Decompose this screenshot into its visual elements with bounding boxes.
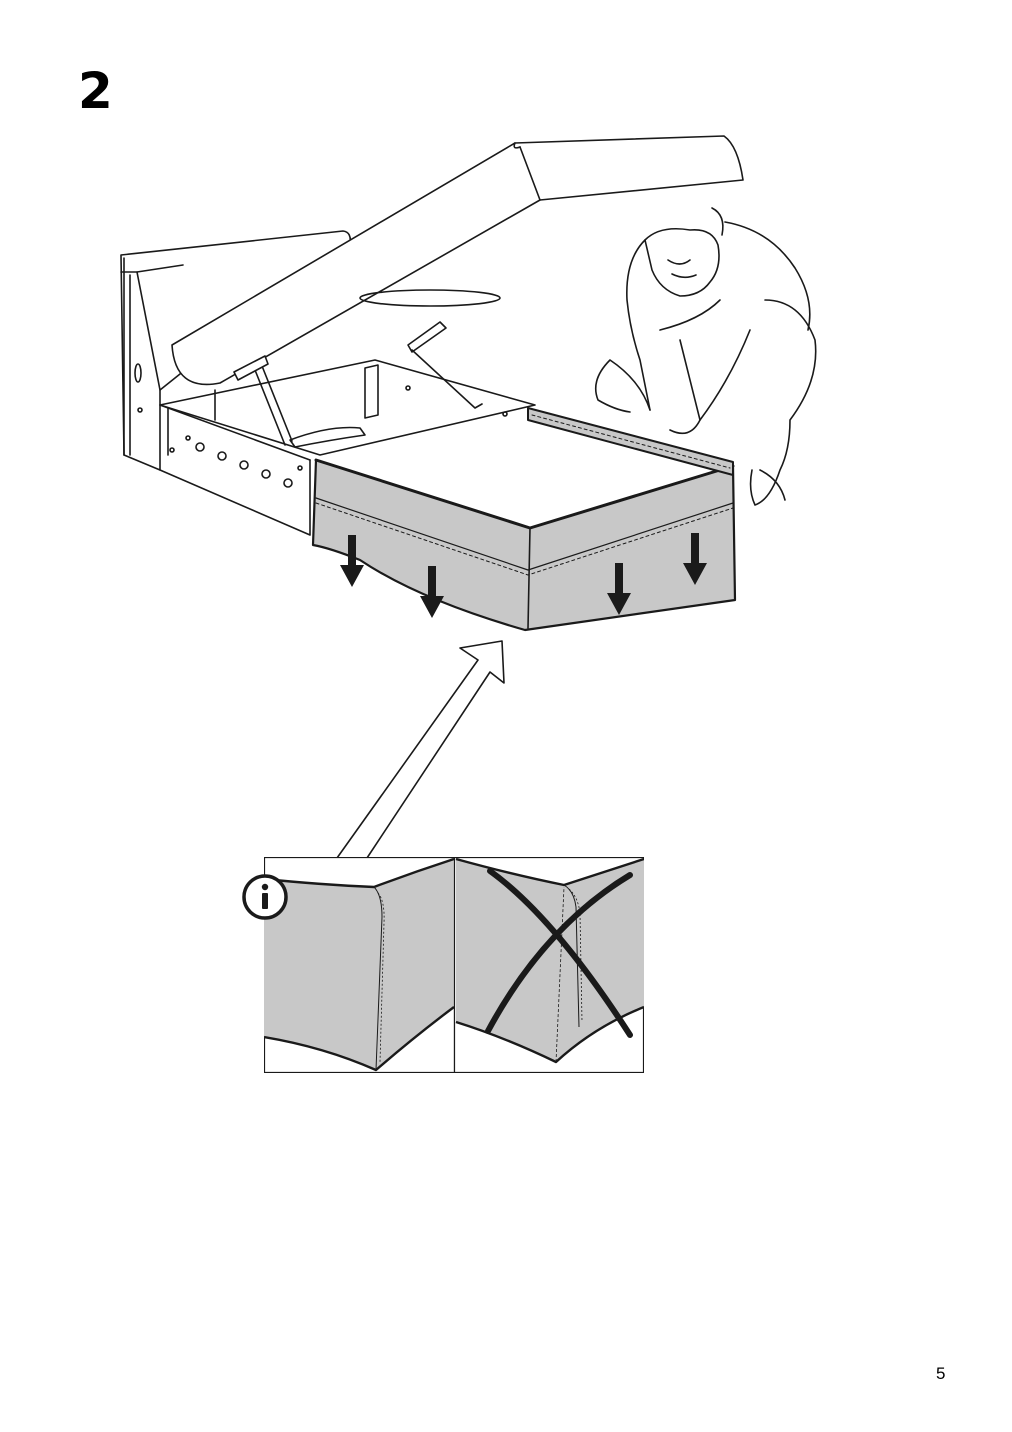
detail-incorrect-panel	[453, 857, 644, 1073]
person-figure	[594, 207, 817, 506]
detail-frame	[264, 857, 644, 1073]
step-number: 2	[78, 62, 113, 120]
storage-box-frame	[159, 289, 536, 536]
fabric-cover	[311, 407, 737, 632]
arrow-down-icon	[420, 566, 444, 618]
info-circle-icon	[242, 874, 288, 920]
callout-arrow	[336, 640, 505, 859]
cross-mark-icon	[485, 868, 633, 1038]
page-number: 5	[936, 1364, 946, 1383]
arrow-down-icon	[683, 533, 707, 585]
down-arrows	[340, 533, 707, 618]
detail-correct-panel	[264, 857, 456, 1073]
arrow-down-icon	[607, 563, 631, 615]
arrow-down-icon	[340, 535, 364, 587]
sofa-lid	[171, 135, 744, 386]
